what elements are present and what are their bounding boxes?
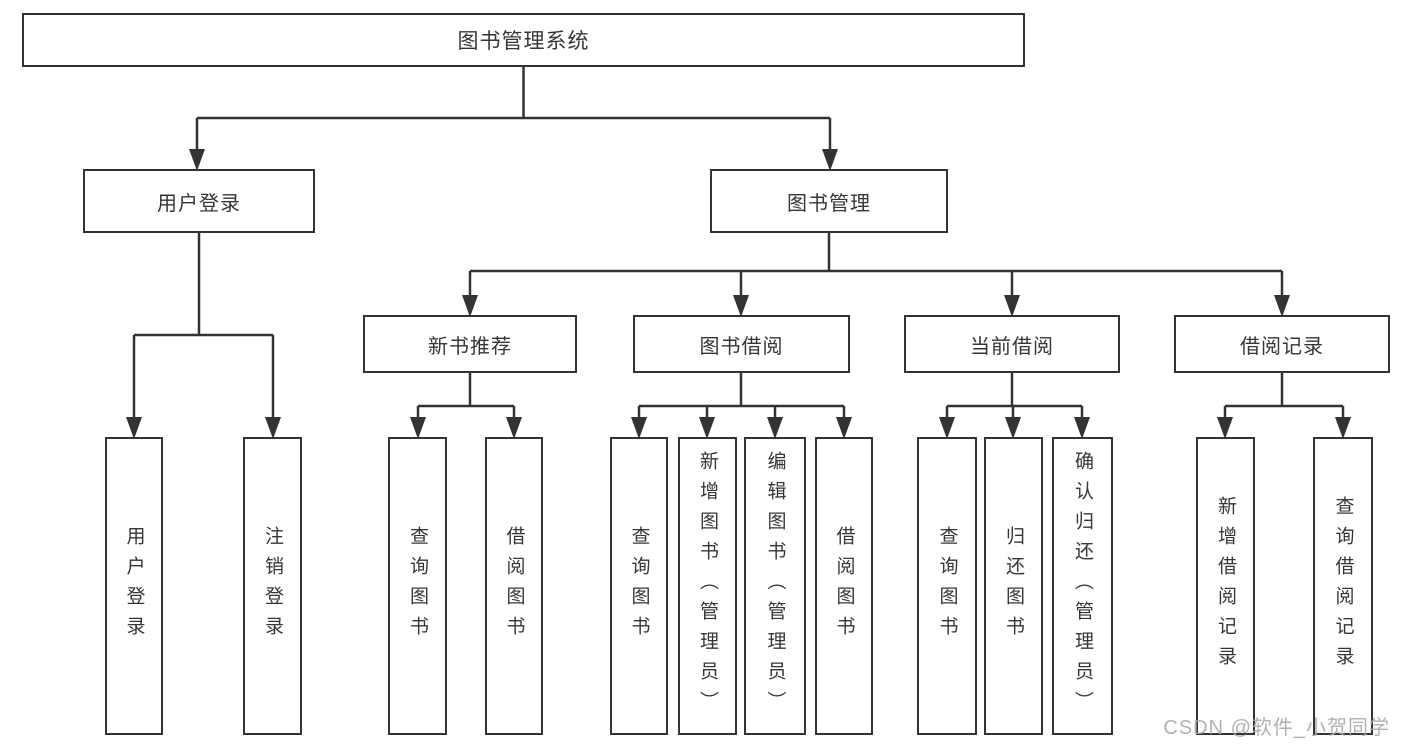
watermark-text: CSDN @软件_小贺同学 xyxy=(1163,717,1390,739)
arrow-icon xyxy=(939,417,955,439)
node-borrowing-records: 借阅记录 xyxy=(1174,315,1390,373)
arrow-icon xyxy=(1005,417,1021,439)
arrow-icon xyxy=(410,417,426,439)
leaf-borrow-books-recommend: 借阅图书 xyxy=(485,437,543,735)
leaf-logout: 注销登录 xyxy=(243,437,302,735)
leaf-borrow-books: 借阅图书 xyxy=(815,437,873,735)
arrow-icon xyxy=(631,417,647,439)
connector-new-books-split xyxy=(416,371,516,419)
arrow-icon xyxy=(836,417,852,439)
arrow-icon xyxy=(506,417,522,439)
arrow-icon xyxy=(733,295,749,317)
arrow-icon xyxy=(699,417,715,439)
node-book-management: 图书管理 xyxy=(710,169,948,233)
connector-records-split xyxy=(1223,371,1345,419)
connector-root-split xyxy=(195,65,832,150)
arrow-icon xyxy=(822,149,838,171)
leaf-confirm-return-admin: 确认归还（管理员） xyxy=(1052,437,1113,735)
leaf-return-books: 归还图书 xyxy=(984,437,1043,735)
arrowheads xyxy=(126,149,1351,439)
arrow-icon xyxy=(1274,295,1290,317)
node-root: 图书管理系统 xyxy=(22,13,1025,67)
arrow-icon xyxy=(189,149,205,171)
node-book-borrowing: 图书借阅 xyxy=(633,315,850,373)
leaf-query-books-current: 查询图书 xyxy=(917,437,977,735)
arrow-icon xyxy=(462,295,478,317)
leaf-user-login: 用户登录 xyxy=(105,437,163,735)
node-current-borrowing: 当前借阅 xyxy=(904,315,1120,373)
arrow-icon xyxy=(126,417,142,439)
leaf-add-books-admin: 新增图书（管理员） xyxy=(678,437,737,735)
connector-current-split xyxy=(945,371,1084,419)
connector-user-login-split xyxy=(132,231,275,419)
leaf-query-borrow-record: 查询借阅记录 xyxy=(1313,437,1373,735)
arrow-icon xyxy=(1217,417,1233,439)
connector-book-management-split xyxy=(468,231,1284,296)
node-new-book-recommend: 新书推荐 xyxy=(363,315,577,373)
leaf-edit-books-admin: 编辑图书（管理员） xyxy=(744,437,806,735)
node-user-login: 用户登录 xyxy=(83,169,315,233)
leaf-query-books-borrowing: 查询图书 xyxy=(610,437,668,735)
arrow-icon xyxy=(1074,417,1090,439)
arrow-icon xyxy=(1335,417,1351,439)
leaf-add-borrow-record: 新增借阅记录 xyxy=(1196,437,1255,735)
leaf-query-books-recommend: 查询图书 xyxy=(388,437,447,735)
connector-borrowing-split xyxy=(637,371,846,419)
arrow-icon xyxy=(767,417,783,439)
arrow-icon xyxy=(1004,295,1020,317)
arrow-icon xyxy=(265,417,281,439)
